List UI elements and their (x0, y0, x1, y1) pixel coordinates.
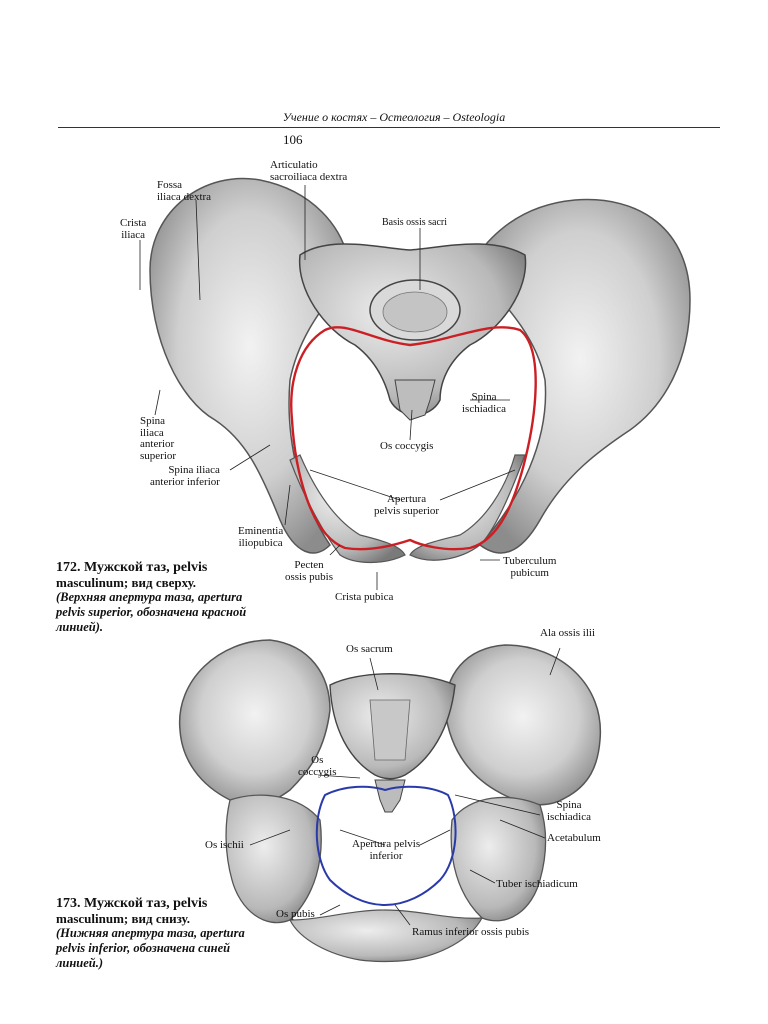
leader-lines-top (139, 185, 516, 590)
right-pubic-ramus (409, 454, 526, 561)
figure-pelvis-bottom-view: Ala ossis ilii Os sacrum Os coccygis Spi… (0, 620, 768, 1024)
caption-number: 172. (56, 560, 81, 575)
caption-title-ru-173: Мужской таз, pelvis (84, 896, 208, 911)
label-os-pubis: Os pubis (276, 908, 315, 920)
label-articulatio-sacroiliaca: Articulatio sacroiliaca dextra (270, 159, 348, 183)
label-apertura-pelvis-inferior: Apertura pelvis inferior (352, 838, 421, 862)
label-crista-pubica: Crista pubica (335, 591, 394, 603)
figure-pelvis-top-view: Fossa iliaca dextra Articulatio sacroili… (56, 159, 691, 634)
right-os-ischii (450, 796, 547, 922)
pubic-arch (289, 909, 484, 963)
label-os-sacrum: Os sacrum (346, 643, 393, 655)
label-pecten-ossis-pubis: Pecten ossis pubis (285, 559, 333, 583)
label-fossa-iliaca-dextra: Fossa iliaca dextra (157, 179, 212, 203)
caption-figure-172: 172. Мужской таз, pelvis masculinum; вид… (56, 560, 246, 635)
label-spina-iliaca-anterior-inferior: Spina iliaca anterior inferior (150, 464, 220, 488)
label-spina-ischiadica-top: Spina ischiadica (462, 391, 506, 415)
label-apertura-pelvis-superior: Apertura pelvis superior (374, 493, 440, 517)
right-ilium-wing (469, 198, 691, 554)
page-number: 106 (283, 132, 303, 147)
label-spina-ischiadica-bottom: Spina ischiadica (547, 799, 591, 823)
label-os-ischii: Os ischii (205, 839, 244, 851)
apertura-inferior-outline (315, 785, 457, 907)
caption-title: 172. Мужской таз, pelvis (56, 560, 246, 575)
caption-title-line2: masculinum; вид сверху. (56, 575, 197, 590)
label-os-coccygis-top: Os coccygis (380, 440, 434, 452)
label-tuberculum-pubicum: Tuberculum pubicum (503, 555, 557, 579)
label-acetabulum: Acetabulum (547, 832, 601, 844)
label-ramus-inferior-ossis-pubis: Ramus inferior ossis pubis (412, 926, 530, 938)
caption-note: (Верхняя апертура таза, apertura pelvis … (56, 590, 247, 634)
label-basis-ossis-sacri: Basis ossis sacri (382, 217, 447, 228)
running-head: Учение о костях – Остеология – Osteologi… (282, 110, 506, 124)
os-coccygis-bottom (374, 779, 406, 813)
apertura-superior-outline (290, 326, 537, 551)
leader-lines-bottom (249, 647, 561, 926)
label-tuber-ischiadicum: Tuber ischiadicum (496, 878, 578, 890)
coccyx (394, 379, 436, 421)
label-spina-iliaca-anterior-superior: Spina iliaca anterior superior (140, 415, 177, 462)
caption-figure-173: 173. Мужской таз, pelvis masculinum; вид… (56, 896, 245, 971)
caption-title-ru: Мужской таз, pelvis (84, 560, 208, 575)
right-ala-ossis-ilii (444, 644, 602, 806)
label-eminentia-iliopubica: Eminentia iliopubica (238, 525, 284, 549)
label-os-coccygis-bottom: Os coccygis (298, 754, 337, 778)
header-rule (58, 127, 720, 128)
caption-note-173: (Нижняя апертура таза, apertura pelvis i… (56, 926, 245, 970)
label-crista-iliaca: Crista iliaca (120, 217, 147, 241)
left-ala-ossis-ilii (178, 639, 331, 806)
pelvis-top-illustration (139, 177, 691, 590)
label-ala-ossis-ilii: Ala ossis ilii (540, 627, 596, 639)
caption-title-173: 173. Мужской таз, pelvis (56, 896, 245, 911)
caption-title-line2-173: masculinum; вид снизу. (56, 911, 190, 926)
pelvis-bottom-illustration (178, 639, 602, 963)
caption-number-173: 173. (56, 896, 81, 911)
